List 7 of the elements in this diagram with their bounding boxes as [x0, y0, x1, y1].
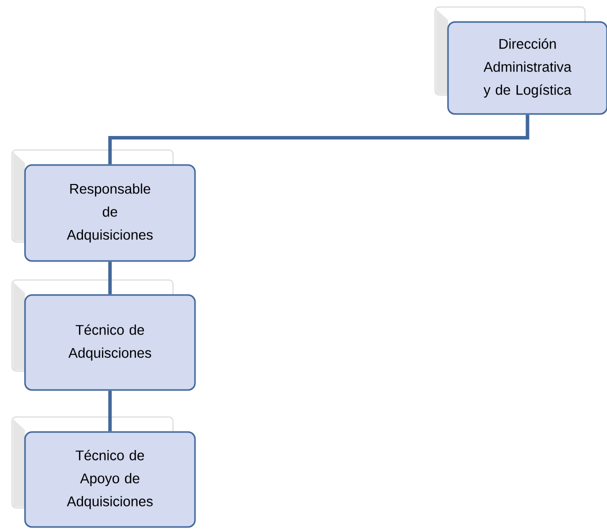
org-box: Técnico de Adquisciones [12, 280, 196, 391]
org-box: Responsable de Adquisiciones [12, 150, 196, 262]
org-box: Dirección Administrativa y de Logística [434, 6, 607, 115]
org-box: Técnico de Apoyo de Adquisiciones [12, 416, 196, 528]
connector-line [108, 114, 530, 164]
connector-line [108, 390, 112, 432]
connector-line [108, 262, 112, 294]
